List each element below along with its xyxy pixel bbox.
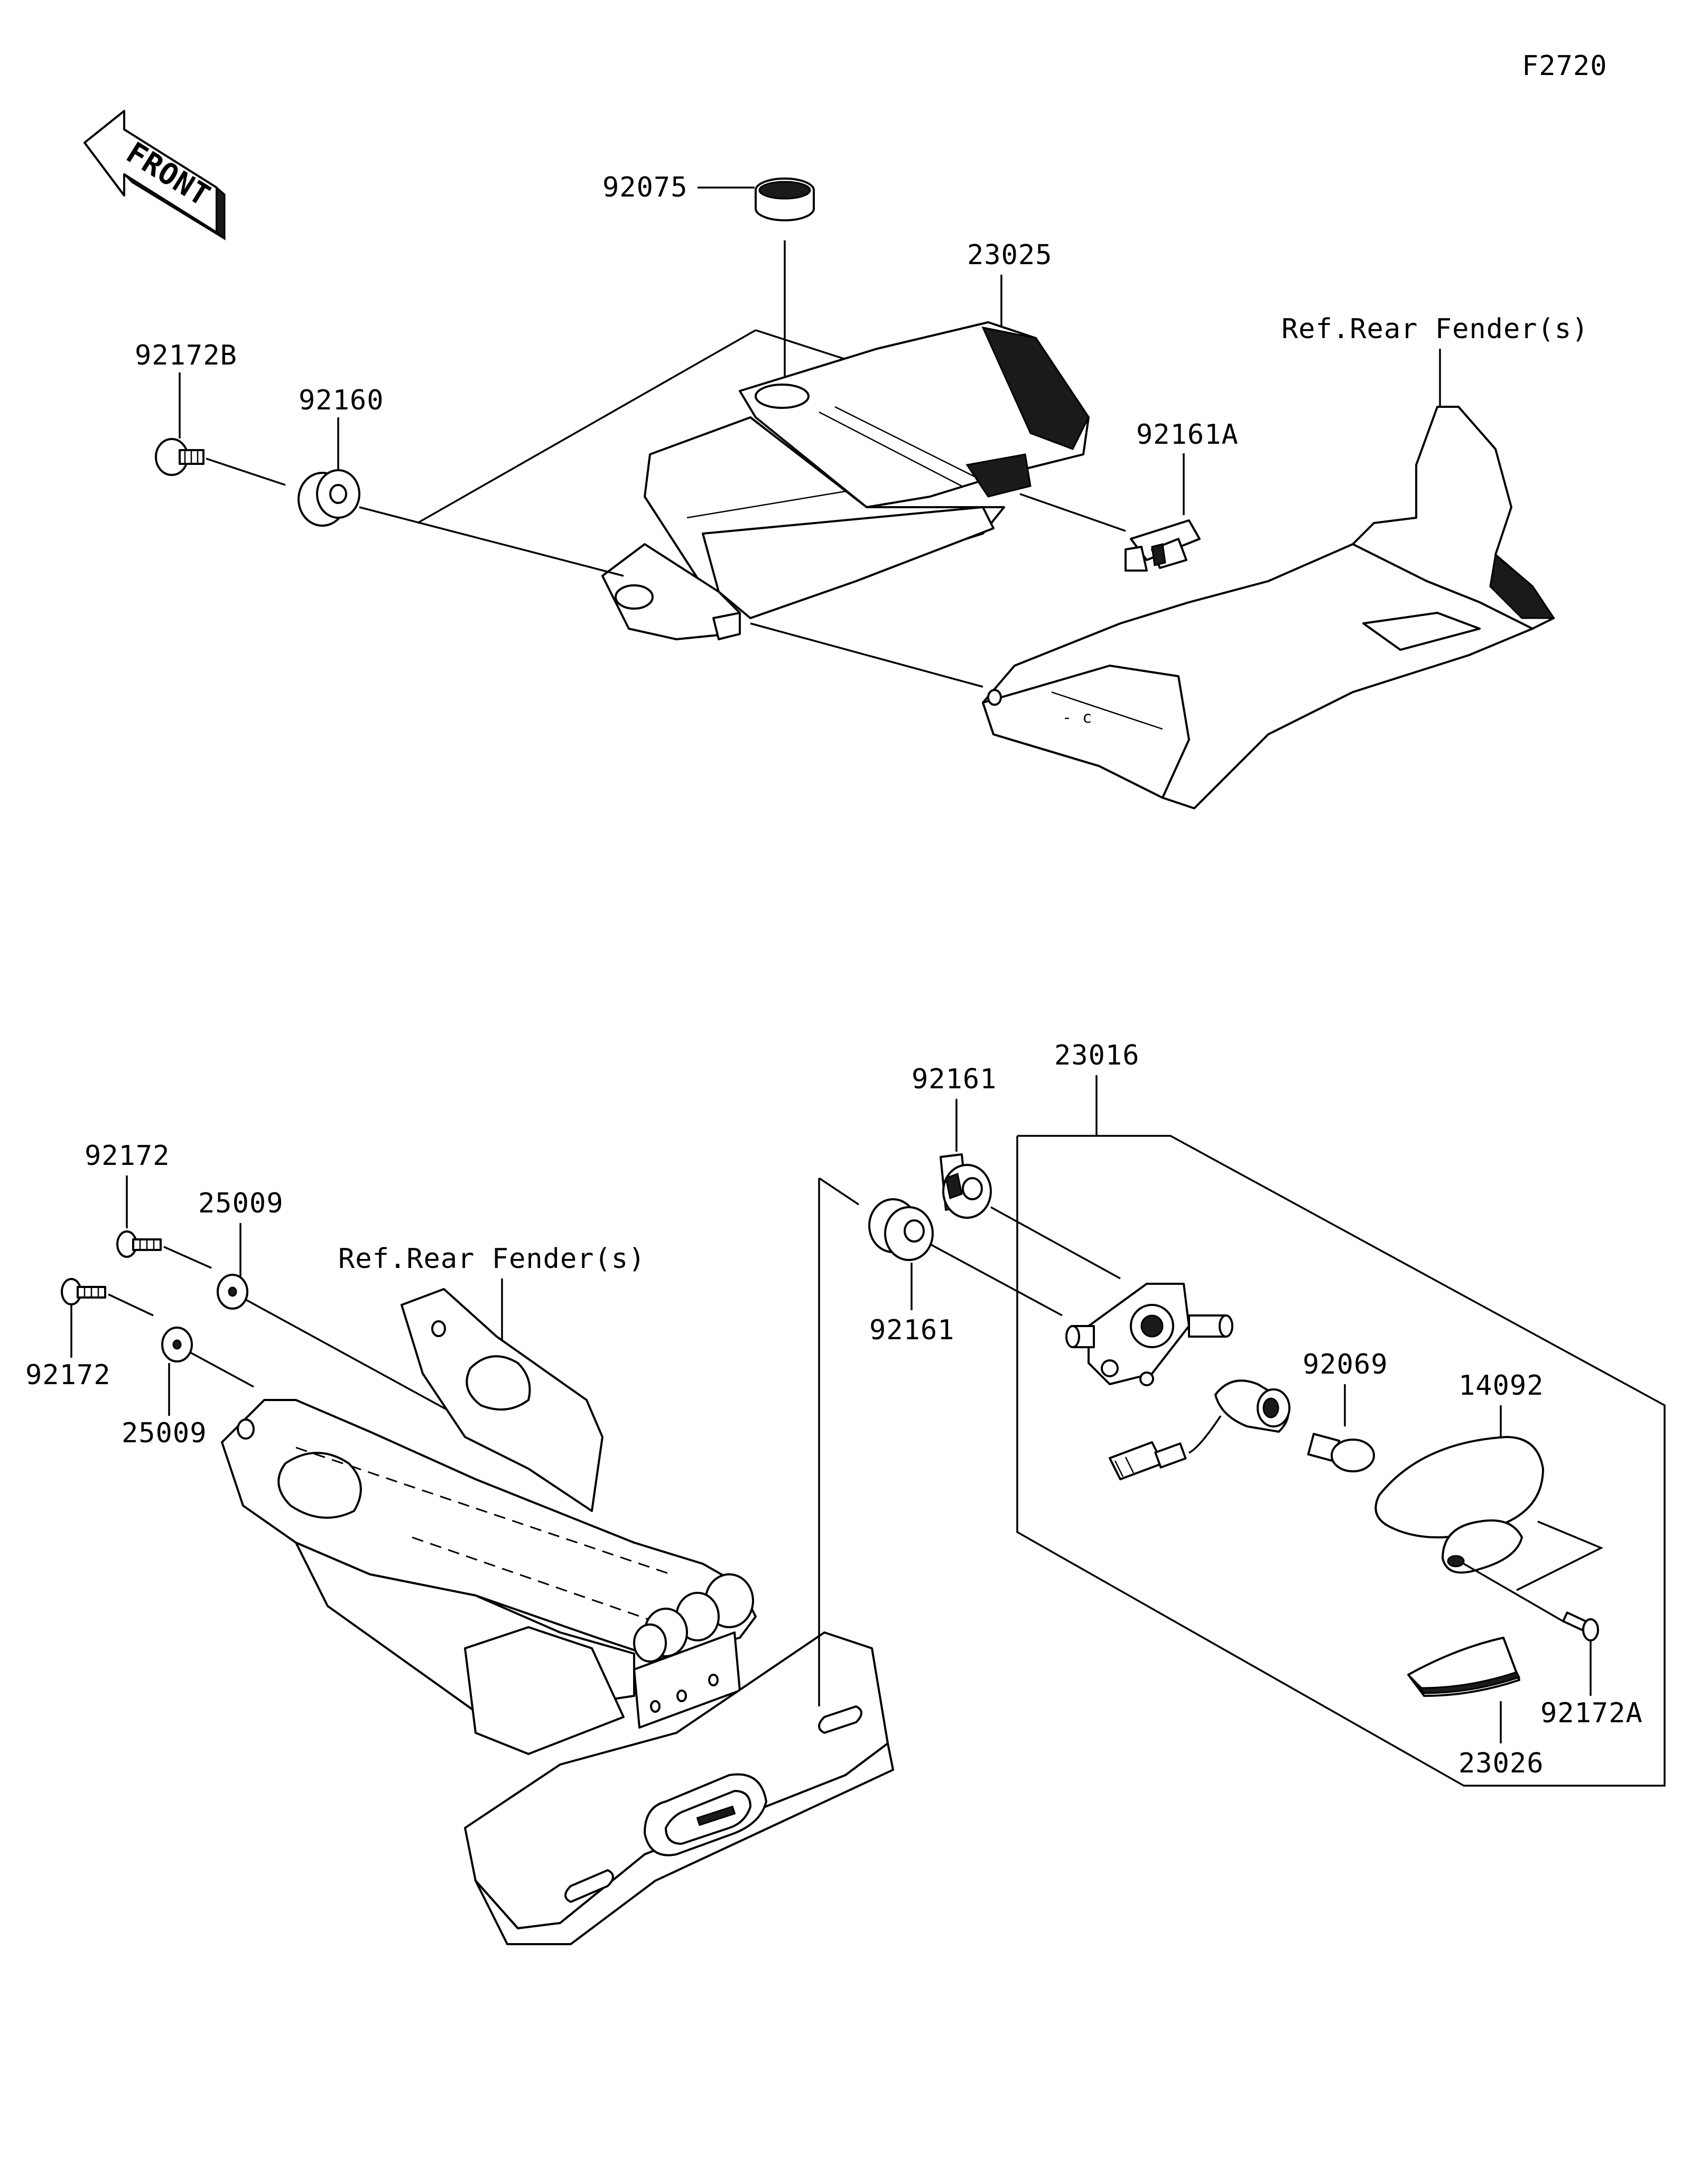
grommet-92160 bbox=[298, 469, 360, 527]
rear-fender-upper: - c bbox=[982, 406, 1555, 809]
ref-rear-fender-top: Ref.Rear Fender(s) bbox=[1281, 313, 1589, 345]
tail-lamp-housing-23025 bbox=[601, 321, 1090, 640]
screw-92172A bbox=[1562, 1611, 1599, 1641]
label-23016: 23016 bbox=[1054, 1040, 1140, 1071]
figure-code: F2720 bbox=[1522, 50, 1608, 82]
label-92172B: 92172B bbox=[135, 340, 237, 371]
rubber-damper-92161-lower bbox=[868, 1198, 934, 1261]
label-92172A: 92172A bbox=[1540, 1697, 1643, 1729]
reflector-23026 bbox=[1407, 1637, 1521, 1697]
label-92172-upper: 92172 bbox=[85, 1140, 170, 1172]
rubber-damper-92161A bbox=[1125, 519, 1201, 572]
license-bracket-assembly bbox=[221, 1288, 894, 1945]
washer-25009-upper bbox=[217, 1274, 248, 1310]
screw-92172-upper bbox=[116, 1230, 162, 1258]
label-92069: 92069 bbox=[1303, 1349, 1388, 1380]
washer-25009-lower bbox=[161, 1327, 193, 1362]
bulb-92069 bbox=[1307, 1433, 1375, 1472]
rubber-damper-92161-upper bbox=[940, 1153, 992, 1219]
ref-rear-fender-bottom: Ref.Rear Fender(s) bbox=[338, 1243, 646, 1275]
label-92172-lower: 92172 bbox=[25, 1359, 111, 1391]
label-23026: 23026 bbox=[1458, 1748, 1544, 1779]
screw-92172B bbox=[155, 438, 205, 476]
label-92160: 92160 bbox=[299, 385, 384, 416]
label-92161A: 92161A bbox=[1136, 419, 1239, 451]
label-25009-lower: 25009 bbox=[122, 1417, 207, 1449]
fender-mark: - c bbox=[1062, 708, 1092, 727]
label-23025: 23025 bbox=[967, 239, 1053, 271]
lens-14092 bbox=[1374, 1436, 1544, 1574]
screw-92172-lower bbox=[61, 1278, 106, 1305]
label-14092: 14092 bbox=[1458, 1370, 1544, 1402]
grommet-92075 bbox=[755, 178, 815, 221]
turn-signal-base bbox=[1065, 1283, 1233, 1386]
front-arrow-icon: FRONT bbox=[83, 110, 226, 241]
label-92161-lower: 92161 bbox=[869, 1314, 955, 1346]
label-92075: 92075 bbox=[602, 172, 688, 203]
bulb-socket-wiring bbox=[1109, 1379, 1290, 1480]
label-92161-upper: 92161 bbox=[912, 1063, 997, 1095]
label-25009-upper: 25009 bbox=[198, 1188, 284, 1219]
